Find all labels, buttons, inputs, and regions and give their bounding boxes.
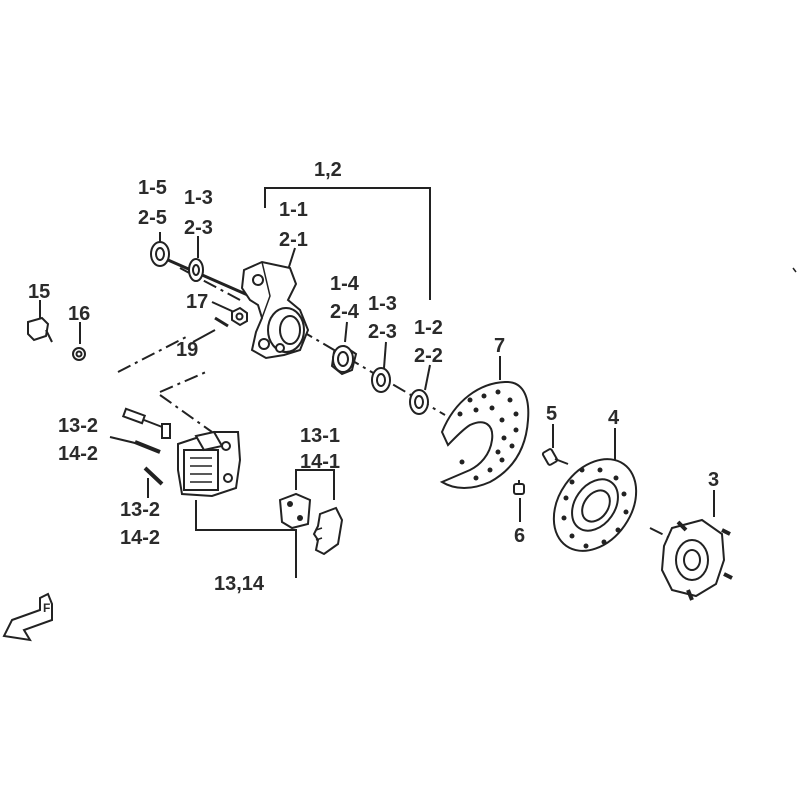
label-13-2-lower: 13-2 [120, 499, 160, 521]
front-marker-label: F [43, 601, 50, 615]
part-3-wheel-hub [660, 518, 733, 601]
part-4-brake-disc [552, 458, 638, 552]
label-1-3-lower: 1-3 [368, 293, 397, 315]
stray-mark [792, 267, 797, 273]
label-1-5: 1-5 [138, 177, 167, 199]
label-13-2-upper: 13-2 [58, 415, 98, 437]
label-3: 3 [708, 469, 719, 491]
part-13-1-brake-pads [278, 492, 344, 556]
part-7-disc-guard [439, 380, 530, 489]
part-5-bolt [541, 448, 569, 466]
label-2-1: 2-1 [279, 229, 308, 251]
label-14-2-lower: 14-2 [120, 527, 160, 549]
label-2-3-lower: 2-3 [368, 321, 397, 343]
part-1-3-bearing-lower [371, 367, 391, 393]
part-15-banjo-bolt [27, 316, 53, 343]
callout-labels: 1,2 1-5 2-5 1-3 2-3 1-1 2-1 1-4 2-4 1-3 … [28, 159, 719, 595]
label-19: 19 [176, 339, 198, 361]
label-1-4: 1-4 [330, 273, 360, 295]
leader-lines [39, 187, 715, 578]
label-1-2: 1-2 [414, 317, 443, 339]
label-7: 7 [494, 335, 505, 357]
label-2-4: 2-4 [330, 301, 360, 323]
label-4: 4 [608, 407, 620, 429]
part-13-brake-caliper [121, 407, 242, 498]
label-1-3-upper: 1-3 [184, 187, 213, 209]
label-16: 16 [68, 303, 90, 325]
part-6-bolt [513, 480, 525, 495]
label-1-1: 1-1 [279, 199, 308, 221]
label-6: 6 [514, 525, 525, 547]
label-5: 5 [546, 403, 557, 425]
front-direction-marker: F [2, 592, 53, 642]
label-assy-caliper: 13,14 [214, 573, 265, 595]
label-2-2: 2-2 [414, 345, 443, 367]
part-13-2-pins [134, 440, 164, 486]
label-15: 15 [28, 281, 50, 303]
part-19-pin [214, 316, 229, 328]
label-13-1: 13-1 [300, 425, 340, 447]
label-14-1: 14-1 [300, 451, 340, 473]
part-1-1-knuckle [240, 260, 310, 360]
part-1-4-spacer [330, 344, 358, 376]
part-17-nut [231, 306, 248, 327]
label-2-5: 2-5 [138, 207, 167, 229]
part-1-2-seal [409, 389, 429, 415]
label-17: 17 [186, 291, 208, 313]
part-1-5-seal [150, 241, 170, 267]
label-assy-top: 1,2 [314, 159, 342, 181]
part-16-washer [72, 347, 86, 361]
label-14-2-upper: 14-2 [58, 443, 98, 465]
part-1-3-bearing-upper [167, 258, 251, 298]
label-2-3-upper: 2-3 [184, 217, 213, 239]
